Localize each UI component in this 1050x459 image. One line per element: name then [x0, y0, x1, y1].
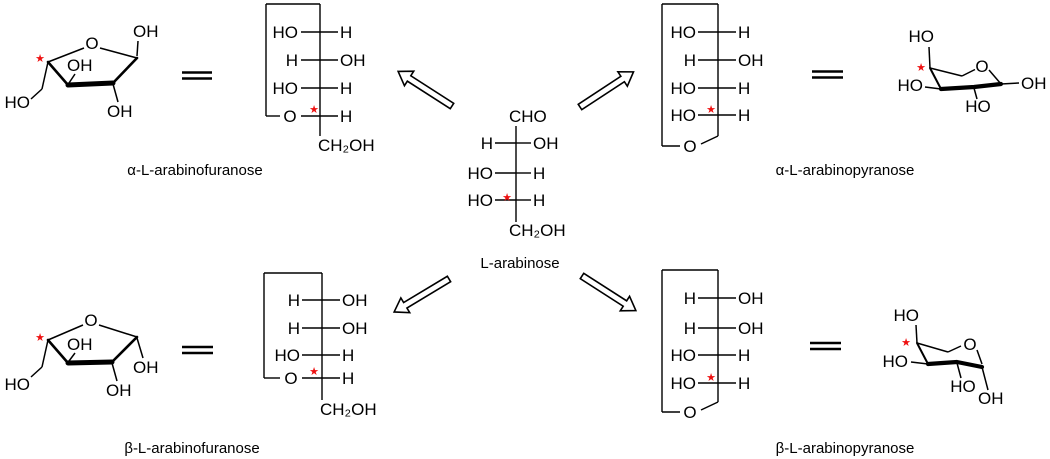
chiral-center-marker: ★: [916, 61, 926, 74]
ring-oxygen-label: O: [84, 311, 97, 330]
row4-right-label: H: [738, 106, 750, 125]
beta-L-arabinopyranose-group: H OH H OH HO H HO H ★ O O HO HO: [661, 269, 1004, 457]
c2-ho-label: HO: [965, 97, 991, 116]
c2-ho-label: HO: [950, 377, 976, 396]
row2-right-label: OH: [340, 51, 366, 70]
haworth-structure: O OH OH OH HO ★: [5, 311, 159, 400]
molecule-name-label: β-L-arabinofuranose: [124, 440, 259, 457]
chiral-center-marker: ★: [706, 371, 716, 384]
c2-oh-label: OH: [107, 102, 133, 121]
c3-oh-label: OH: [67, 335, 93, 354]
c2-right-label: OH: [533, 134, 559, 153]
chiral-center-marker: ★: [502, 191, 512, 204]
c3-left-label: HO: [468, 164, 494, 183]
row3-left-label: HO: [671, 346, 697, 365]
row1-right-label: OH: [342, 291, 368, 310]
row3-left-label: HO: [273, 79, 299, 98]
ring-oxygen-label: O: [963, 335, 976, 354]
equivalence-sign: [182, 345, 213, 355]
molecule-name-label: L-arabinose: [480, 255, 559, 272]
row2-left-label: H: [684, 319, 696, 338]
equivalence-sign: [810, 341, 841, 351]
c2-left-label: H: [481, 134, 493, 153]
fischer-ring-projection: H OH H OH HO H HO H ★ O: [661, 269, 764, 422]
row1-left-label: HO: [273, 23, 299, 42]
row2-left-label: H: [288, 319, 300, 338]
c4-ho-label: HO: [909, 27, 935, 46]
ring-oxygen-label: O: [683, 403, 696, 422]
c4-ho-label: HO: [894, 306, 920, 325]
chair-structure: O HO HO HO OH ★: [898, 27, 1047, 116]
row4-right-label: H: [340, 107, 352, 126]
molecule-name-label: α-L-arabinopyranose: [776, 162, 915, 179]
row1-left-label: H: [684, 289, 696, 308]
molecule-name-label: α-L-arabinofuranose: [127, 162, 262, 179]
c5-ho-label: HO: [5, 93, 31, 112]
ring-oxygen-label: O: [975, 57, 988, 76]
ring-oxygen-label: O: [284, 369, 297, 388]
hydroxymethyl-group-label: CH₂OH: [509, 221, 566, 240]
beta-L-arabinofuranose-group: O OH OH OH HO ★ H OH H OH HO H O: [5, 272, 377, 457]
chiral-center-marker: ★: [706, 103, 716, 116]
c5-ho-label: HO: [5, 375, 31, 394]
ring-oxygen-label: O: [283, 107, 296, 126]
c3-ho-label: HO: [883, 352, 909, 371]
c4-right-label: H: [533, 191, 545, 210]
anomeric-oh-label: OH: [133, 358, 159, 377]
row4-left-label: HO: [671, 374, 697, 393]
row2-left-label: H: [684, 51, 696, 70]
row2-right-label: OH: [738, 51, 764, 70]
ring-oxygen-label: O: [683, 137, 696, 156]
row1-right-label: H: [738, 23, 750, 42]
row3-left-label: HO: [275, 346, 301, 365]
anomeric-oh-label: OH: [978, 389, 1004, 408]
aldehyde-group-label: CHO: [509, 107, 547, 126]
anomeric-oh-label: OH: [1021, 74, 1047, 93]
chiral-center-marker: ★: [35, 52, 45, 65]
anomeric-oh-label: OH: [133, 22, 159, 41]
row3-left-label: HO: [671, 79, 697, 98]
chiral-center-marker: ★: [309, 365, 319, 378]
row3-right-label: H: [738, 79, 750, 98]
row3-right-label: H: [738, 346, 750, 365]
row3-right-label: H: [340, 79, 352, 98]
ring-oxygen-label: O: [85, 34, 98, 53]
haworth-structure: O OH OH OH HO ★: [5, 22, 159, 121]
row3-right-label: H: [342, 346, 354, 365]
fischer-ring-projection: HO H H OH HO H O H ★ CH₂OH: [265, 3, 375, 155]
hydroxymethyl-group-label: CH₂OH: [320, 400, 377, 419]
c3-oh-label: OH: [67, 56, 93, 75]
row2-right-label: OH: [342, 319, 368, 338]
chair-structure: O HO HO HO OH ★: [883, 306, 1004, 408]
c3-ho-label: HO: [898, 76, 924, 95]
row1-right-label: OH: [738, 289, 764, 308]
alpha-L-arabinopyranose-group: HO H H OH HO H HO H ★ O O HO HO: [661, 3, 1047, 179]
hydroxymethyl-group-label: CH₂OH: [318, 136, 375, 155]
l-arabinose-fischer: CHO H OH HO H HO H ★ CH₂OH L-arabinose: [468, 107, 566, 272]
fischer-ring-projection: HO H H OH HO H HO H ★ O: [661, 3, 764, 156]
molecule-name-label: β-L-arabinopyranose: [776, 440, 915, 457]
c3-right-label: H: [533, 164, 545, 183]
row4-left-label: HO: [671, 106, 697, 125]
row4-right-label: H: [342, 369, 354, 388]
row2-right-label: OH: [738, 319, 764, 338]
row2-left-label: H: [286, 51, 298, 70]
row1-left-label: H: [288, 291, 300, 310]
c2-oh-label: OH: [106, 381, 132, 400]
chiral-center-marker: ★: [35, 331, 45, 344]
equivalence-sign: [812, 70, 843, 79]
chiral-center-marker: ★: [901, 336, 911, 349]
fischer-ring-projection: H OH H OH HO H O H ★ CH₂OH: [263, 272, 377, 419]
alpha-L-arabinofuranose-group: O OH OH OH HO ★ HO H H OH HO H O: [5, 3, 375, 179]
row1-left-label: HO: [671, 23, 697, 42]
c4-left-label: HO: [468, 191, 494, 210]
row1-right-label: H: [340, 23, 352, 42]
equivalence-sign: [182, 71, 212, 80]
chiral-center-marker: ★: [309, 103, 319, 116]
row4-right-label: H: [738, 374, 750, 393]
